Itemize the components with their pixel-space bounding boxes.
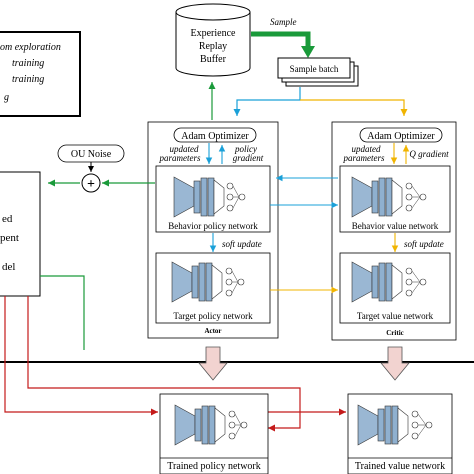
- legend: om exploration training training g: [0, 31, 81, 117]
- actor-soft-update-label: soft update: [222, 239, 262, 249]
- batch-to-critic-arrow: [300, 99, 408, 116]
- environment-box: ed pent del: [0, 171, 41, 297]
- batch-to-actor-arrow: [233, 87, 301, 116]
- buffer-label-line3: Buffer: [200, 54, 227, 65]
- legend-item-actor-training: training: [12, 58, 44, 69]
- sample-batch: Sample batch: [277, 57, 359, 87]
- actor-optimizer-label: Adam Optimizer: [181, 131, 249, 142]
- sample-arrow: Sample: [251, 17, 315, 58]
- actor-updated-label: updated: [170, 144, 199, 154]
- target-policy-network-label: Target policy network: [173, 311, 253, 321]
- environment-label-line3: del: [2, 261, 15, 273]
- legend-item-critic-training: training: [12, 74, 44, 85]
- critic-panel-label: Critic: [386, 329, 404, 337]
- ou-noise: OU Noise: [57, 144, 125, 163]
- critic-transfer-arrow: [380, 346, 410, 381]
- environment-label-line1: ed: [2, 213, 13, 225]
- legend-item-deployment: g: [4, 92, 9, 103]
- sample-label: Sample: [270, 17, 297, 27]
- actor-transfer-arrow: [198, 346, 228, 381]
- actor-gradient-label: gradient: [233, 153, 264, 163]
- trained-value-network: Trained value network: [347, 393, 453, 474]
- experience-replay-buffer: Experience Replay Buffer: [175, 3, 251, 77]
- critic-parameters-label: parameters: [343, 153, 385, 163]
- behavior-value-network-label: Behavior value network: [352, 221, 439, 231]
- trained-policy-network-label: Trained policy network: [167, 461, 261, 472]
- critic-optimizer-label: Adam Optimizer: [367, 131, 435, 142]
- critic-q-gradient-label: Q gradient: [409, 149, 449, 159]
- sample-batch-label: Sample batch: [290, 64, 339, 74]
- environment-label-line2: pent: [0, 232, 19, 244]
- ou-noise-label: OU Noise: [71, 149, 112, 160]
- buffer-label-line2: Replay: [199, 41, 227, 52]
- actor-panel-label: Actor: [204, 327, 221, 335]
- target-value-network-icon: [351, 261, 427, 303]
- actor-parameters-label: parameters: [159, 153, 201, 163]
- behavior-value-network-icon: [351, 176, 427, 218]
- trained-policy-network: Trained policy network: [159, 393, 269, 474]
- actor-policy-label: policy: [234, 144, 257, 154]
- behavior-policy-network-label: Behavior policy network: [168, 221, 258, 231]
- feedback-red-arrow: [27, 296, 301, 432]
- legend-item-exploration: om exploration: [0, 42, 61, 53]
- behavior-policy-network-icon: [173, 176, 246, 218]
- sum-symbol: +: [87, 177, 95, 192]
- sum-node: +: [81, 173, 101, 193]
- actor-panel: Adam Optimizer updated parameters policy…: [147, 121, 279, 339]
- target-value-network-label: Target value network: [357, 311, 434, 321]
- critic-updated-label: updated: [352, 144, 381, 154]
- target-policy-network-icon: [171, 261, 245, 303]
- critic-panel: Adam Optimizer updated parameters Q grad…: [331, 121, 457, 341]
- trained-value-network-label: Trained value network: [355, 461, 445, 472]
- critic-soft-update-label: soft update: [404, 239, 444, 249]
- environment-to-trained-policy-arrow: [4, 296, 158, 416]
- environment-feedback-line: [40, 275, 85, 348]
- buffer-label-line1: Experience: [191, 28, 237, 39]
